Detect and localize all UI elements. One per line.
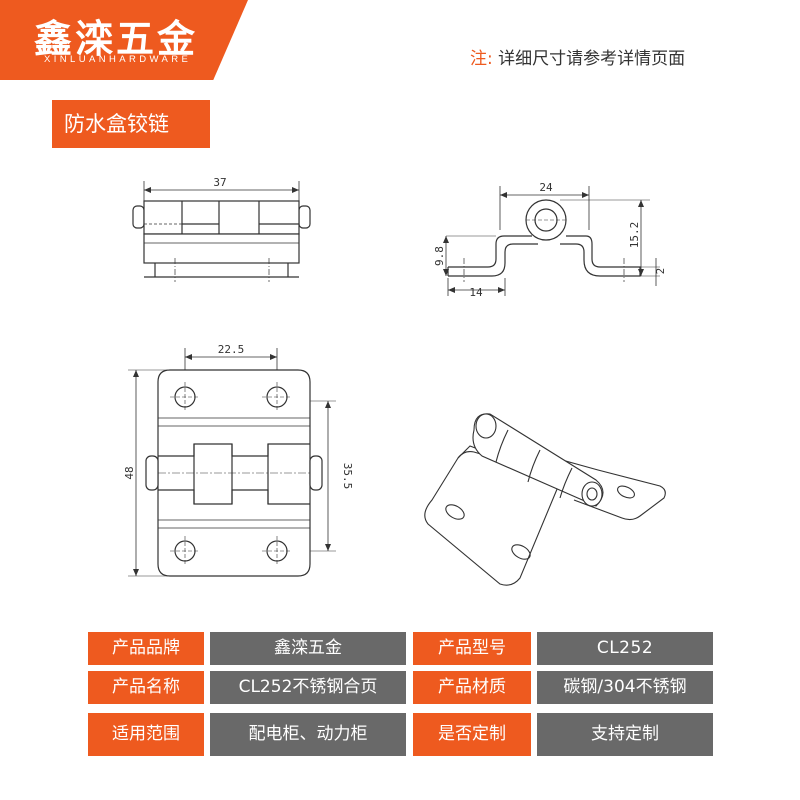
brand-name: 鑫滦五金	[34, 17, 199, 61]
dim-side-thickness: 2	[654, 268, 667, 275]
brand-banner	[0, 0, 248, 80]
dim-side-top: 24	[539, 181, 553, 194]
note-label: 注:	[470, 49, 493, 69]
spec-value-name: CL252不锈钢合页	[210, 671, 406, 704]
spec-value-customization: 支持定制	[537, 713, 713, 756]
note-text: 详细尺寸请参考详情页面	[498, 49, 686, 69]
spec-value-application: 配电柜、动力柜	[210, 713, 406, 756]
dim-side-bottom: 14	[469, 286, 483, 299]
technical-drawings: 37 24 9.8 14 15.2 2	[123, 176, 667, 586]
spec-label-name: 产品名称	[88, 671, 204, 704]
spec-value-brand: 鑫滦五金	[210, 632, 406, 665]
front-view-drawing	[128, 348, 336, 577]
spec-value-material: 碳钢/304不锈钢	[537, 671, 713, 704]
side-view-drawing	[443, 186, 660, 296]
dim-side-left-height: 9.8	[433, 246, 446, 266]
product-title: 防水盒铰链	[52, 100, 210, 148]
spec-label-model: 产品型号	[413, 632, 531, 665]
spec-label-material: 产品材质	[413, 671, 531, 704]
dim-side-right-height: 15.2	[628, 222, 641, 249]
spec-label-brand: 产品品牌	[88, 632, 204, 665]
spec-label-application: 适用范围	[88, 713, 204, 756]
note: 注: 详细尺寸请参考详情页面	[470, 44, 685, 69]
dim-front-inner: 35.5	[341, 463, 354, 490]
top-view-drawing	[132, 181, 311, 282]
isometric-drawing	[424, 413, 666, 586]
dim-top-width: 37	[213, 176, 226, 189]
spec-value-model: CL252	[537, 632, 713, 665]
dim-hole-spacing: 22.5	[218, 343, 245, 356]
brand-subtitle: XINLUANHARDWARE	[44, 54, 192, 65]
dim-front-height: 48	[123, 466, 136, 479]
spec-label-customization: 是否定制	[413, 713, 531, 756]
